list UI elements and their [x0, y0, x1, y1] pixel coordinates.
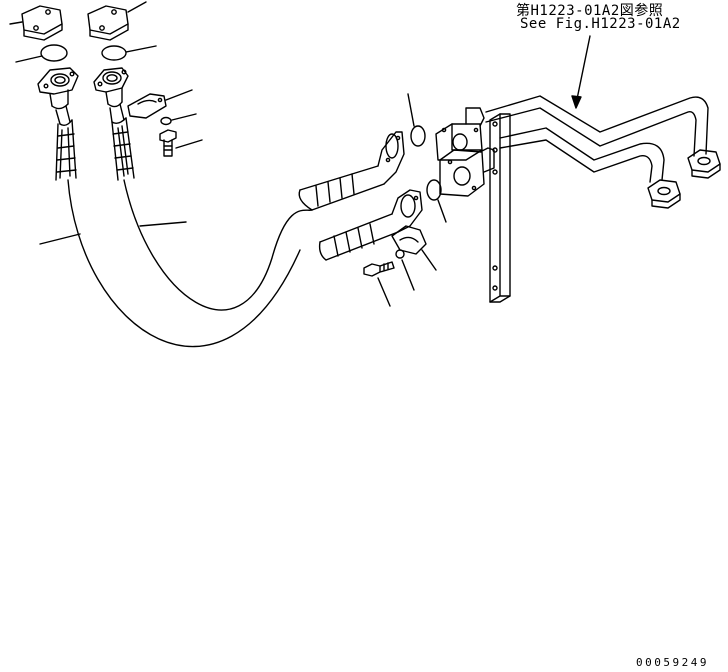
hose-right	[124, 180, 312, 310]
washer-lower	[396, 250, 404, 258]
leader-line	[402, 260, 414, 290]
split-flange-clamp-upper	[128, 94, 166, 118]
hose-left	[68, 180, 300, 347]
leader-line	[166, 90, 192, 100]
leader-line	[176, 140, 202, 148]
flange-cover-right	[88, 6, 128, 40]
hose-end-lower	[320, 190, 422, 260]
bolt-lower	[364, 262, 394, 276]
leader-line	[10, 22, 22, 24]
leader-line	[408, 94, 414, 126]
manifold-block	[436, 108, 494, 196]
document-number: 00059249	[636, 656, 709, 669]
washer-upper	[161, 118, 171, 125]
hose-end-upper	[299, 132, 404, 210]
reference-arrowhead	[572, 96, 581, 108]
leader-line	[126, 46, 156, 52]
leader-line	[172, 114, 196, 120]
o-ring-lower-block	[427, 180, 441, 200]
leader-line	[438, 200, 446, 222]
steel-tube-upper	[486, 96, 708, 156]
leader-line	[128, 2, 146, 12]
leader-line	[140, 222, 186, 226]
tube-flange-right	[688, 150, 720, 178]
split-flange-clamp-lower	[392, 226, 426, 254]
hose-fitting-left	[38, 68, 78, 180]
tube-flange-left	[648, 180, 680, 208]
leader-line	[422, 250, 436, 270]
steel-tube-lower	[500, 128, 664, 182]
o-ring-upper-block	[411, 126, 425, 146]
leader-line	[16, 56, 42, 62]
mounting-bracket	[490, 114, 510, 302]
flange-cover-left	[22, 6, 62, 40]
bolt-upper	[160, 130, 176, 156]
reference-leader-line	[576, 36, 590, 104]
reference-label-japanese: 第H1223-01A2図参照	[516, 3, 664, 19]
o-ring-left	[41, 45, 67, 61]
reference-label-english: See Fig.H1223-01A2	[520, 16, 681, 32]
o-ring-right	[102, 46, 126, 60]
hose-fitting-right	[94, 68, 134, 180]
leader-line	[40, 234, 80, 244]
leader-line	[378, 278, 390, 306]
